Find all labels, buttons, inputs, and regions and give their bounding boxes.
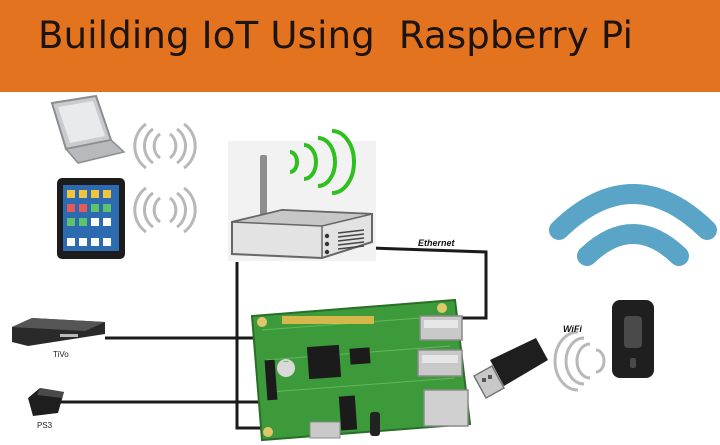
usb-wifi-dongle-icon (472, 338, 548, 400)
raspberry-pi-board-icon (250, 298, 472, 442)
laptop-icon (50, 94, 126, 164)
ethernet-cable (371, 246, 488, 320)
wifi-symbol-icon (549, 184, 717, 266)
ps3-console-icon (28, 388, 64, 416)
tablet-icon (57, 178, 125, 259)
router-signal-icon (289, 129, 356, 195)
title-banner: Building IoT Using Raspberry Pi (0, 0, 720, 92)
tivo-box-icon (12, 318, 105, 346)
phone-wave-icon (553, 330, 606, 392)
page-title: Building IoT Using Raspberry Pi (38, 14, 634, 57)
router-to-pi-cable (235, 262, 270, 430)
iot-diagram: Ethernet WiFi TiVo PS3 (12, 94, 717, 442)
tablet-wave-icon (133, 186, 197, 234)
laptop-wave-icon (133, 122, 197, 170)
ethernet-label: Ethernet (418, 238, 456, 248)
tivo-label: TiVo (53, 350, 69, 359)
network-wires (60, 246, 488, 430)
router-icon (228, 141, 376, 261)
wifi-label: WiFi (563, 324, 582, 334)
ps3-label: PS3 (37, 421, 53, 430)
smartphone-icon (612, 300, 654, 378)
